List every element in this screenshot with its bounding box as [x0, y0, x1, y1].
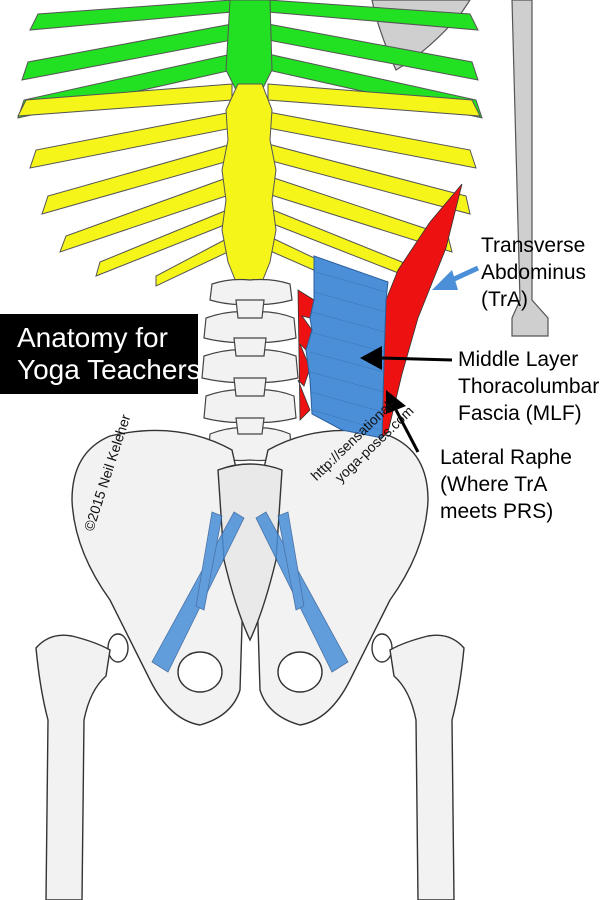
label-lateral-raphe: Lateral Raphe (Where TrA meets PRS): [440, 446, 572, 523]
raphe-label-line1: Lateral Raphe: [440, 446, 572, 469]
lower-thoracic-ribs: [17, 83, 481, 287]
mlf-label-line3: Fascia (MLF): [458, 402, 582, 425]
femurs: [35, 634, 465, 900]
mlf-arrow: [360, 346, 453, 370]
title-line2: Yoga Teachers: [17, 354, 201, 385]
left-femur: [35, 634, 111, 900]
right-femur: [389, 634, 465, 900]
raphe-arrow: [386, 390, 420, 453]
mlf-label-line1: Middle Layer: [458, 348, 578, 371]
pelvis: [71, 429, 429, 726]
raphe-label-line2: (Where TrA: [440, 473, 547, 496]
tra-label-line3: (TrA): [481, 288, 528, 311]
label-middle-layer-fascia: Middle Layer Thoracolumbar Fascia (MLF): [458, 348, 599, 425]
mlf-label-line2: Thoracolumbar: [458, 375, 599, 398]
humerus: [511, 0, 549, 337]
label-transverse-abdominus: Transverse Abdominus (TrA): [481, 234, 586, 311]
tra-label-line2: Abdominus: [481, 261, 586, 284]
lower-thoracic-spine: [221, 83, 277, 283]
title-line1: Anatomy for: [17, 322, 168, 353]
sacrum: [217, 463, 283, 642]
title-badge: Anatomy for Yoga Teachers: [0, 314, 201, 394]
raphe-label-line3: meets PRS): [440, 500, 553, 523]
middle-layer-fascia: [305, 255, 389, 439]
tra-arrow: [432, 265, 480, 290]
tra-label-line1: Transverse: [481, 234, 585, 257]
pelvic-fascia-bands: [151, 511, 349, 673]
lumbar-spine: [201, 278, 299, 462]
